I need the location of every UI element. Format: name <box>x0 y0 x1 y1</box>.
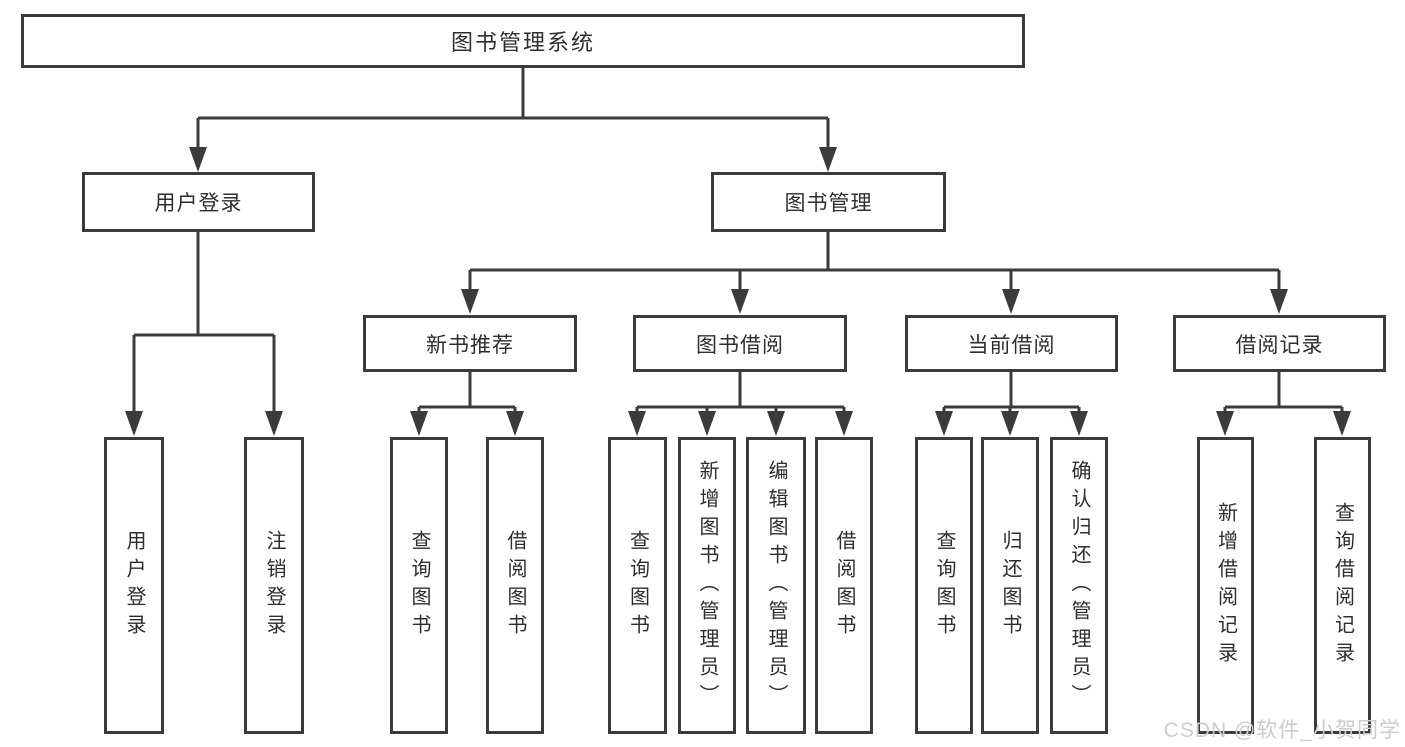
leaf-query-books-recommend: 查询图书 <box>390 437 448 734</box>
leaf-label: 新增借阅记录 <box>1214 501 1237 670</box>
node-book-borrow: 图书借阅 <box>633 315 847 372</box>
leaf-borrow-books-recommend: 借阅图书 <box>486 437 544 734</box>
leaf-logout: 注销登录 <box>244 437 304 734</box>
leaf-label: 用户登录 <box>123 529 145 642</box>
leaf-label: 新增图书（管理员） <box>696 459 718 712</box>
node-borrow-records: 借阅记录 <box>1173 315 1386 372</box>
leaf-label: 查询图书 <box>626 529 649 642</box>
leaf-query-books-current: 查询图书 <box>915 437 973 734</box>
node-current-borrow: 当前借阅 <box>905 315 1118 372</box>
csdn-watermark: CSDN @软件_小贺同学 <box>1163 719 1401 742</box>
leaf-return-books: 归还图书 <box>981 437 1039 734</box>
node-label: 图书管理 <box>784 192 873 215</box>
leaf-edit-books-admin: 编辑图书（管理员） <box>746 437 806 734</box>
leaf-label: 借阅图书 <box>504 529 526 642</box>
leaf-add-books-admin: 新增图书（管理员） <box>678 437 736 734</box>
leaf-label: 归还图书 <box>999 529 1021 642</box>
node-label: 图书借阅 <box>696 333 784 357</box>
leaf-label: 确认归还（管理员） <box>1068 459 1090 712</box>
node-label: 图书管理系统 <box>450 30 595 55</box>
node-user-login: 用户登录 <box>82 172 315 232</box>
leaf-label: 查询借阅记录 <box>1331 501 1354 670</box>
node-label: 用户登录 <box>154 192 243 215</box>
node-label: 当前借阅 <box>967 333 1056 357</box>
leaf-query-borrow-record: 查询借阅记录 <box>1314 437 1371 734</box>
leaf-label: 查询图书 <box>408 529 430 642</box>
leaf-user-login: 用户登录 <box>104 437 164 734</box>
leaf-confirm-return-admin: 确认归还（管理员） <box>1050 437 1108 734</box>
node-book-management: 图书管理 <box>711 172 946 232</box>
leaf-label: 借阅图书 <box>833 529 855 642</box>
leaf-label: 查询图书 <box>933 529 955 642</box>
leaf-borrow-books: 借阅图书 <box>815 437 873 734</box>
leaf-add-borrow-record: 新增借阅记录 <box>1197 437 1254 734</box>
leaf-label: 编辑图书（管理员） <box>765 459 787 712</box>
node-label: 新书推荐 <box>426 333 514 357</box>
node-new-book-recommend: 新书推荐 <box>363 315 577 372</box>
node-label: 借阅记录 <box>1235 333 1324 357</box>
node-library-management-system: 图书管理系统 <box>21 14 1025 68</box>
leaf-query-books-borrow: 查询图书 <box>608 437 667 734</box>
leaf-label: 注销登录 <box>263 529 285 642</box>
